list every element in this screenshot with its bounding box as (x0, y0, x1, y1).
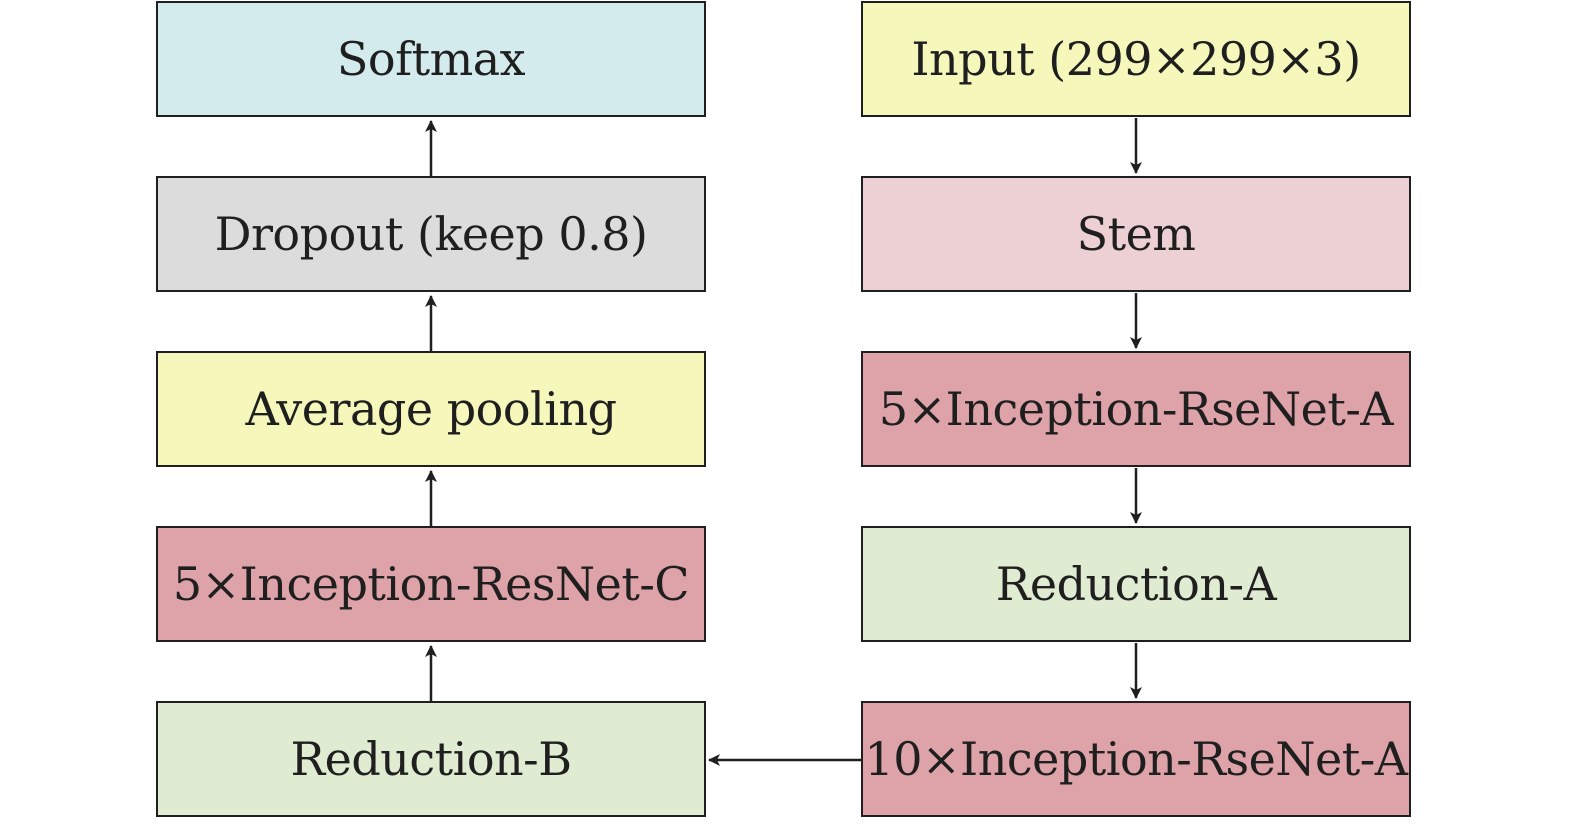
node-inception-resnet-c: 5×Inception-ResNet-C (156, 526, 706, 642)
node-inception-resnet-a-5: 5×Inception-RseNet-A (861, 351, 1411, 467)
node-inception-resnet-a-5-label: 5×Inception-RseNet-A (878, 382, 1394, 436)
node-input: Input (299×299×3) (861, 1, 1411, 117)
node-dropout: Dropout (keep 0.8) (156, 176, 706, 292)
node-dropout-label: Dropout (keep 0.8) (214, 207, 648, 261)
node-reduction-a: Reduction-A (861, 526, 1411, 642)
node-input-label: Input (299×299×3) (911, 32, 1361, 86)
node-reduction-b: Reduction-B (156, 701, 706, 817)
node-reduction-a-label: Reduction-A (995, 557, 1277, 611)
node-inception-resnet-a-10: 10×Inception-RseNet-A (861, 701, 1411, 817)
node-average-pooling-label: Average pooling (245, 382, 617, 436)
node-stem: Stem (861, 176, 1411, 292)
node-softmax: Softmax (156, 1, 706, 117)
node-reduction-b-label: Reduction-B (290, 732, 572, 786)
node-softmax-label: Softmax (336, 32, 526, 86)
node-inception-resnet-a-10-label: 10×Inception-RseNet-A (864, 732, 1408, 786)
node-inception-resnet-c-label: 5×Inception-ResNet-C (172, 557, 690, 611)
node-stem-label: Stem (1076, 207, 1196, 261)
node-average-pooling: Average pooling (156, 351, 706, 467)
